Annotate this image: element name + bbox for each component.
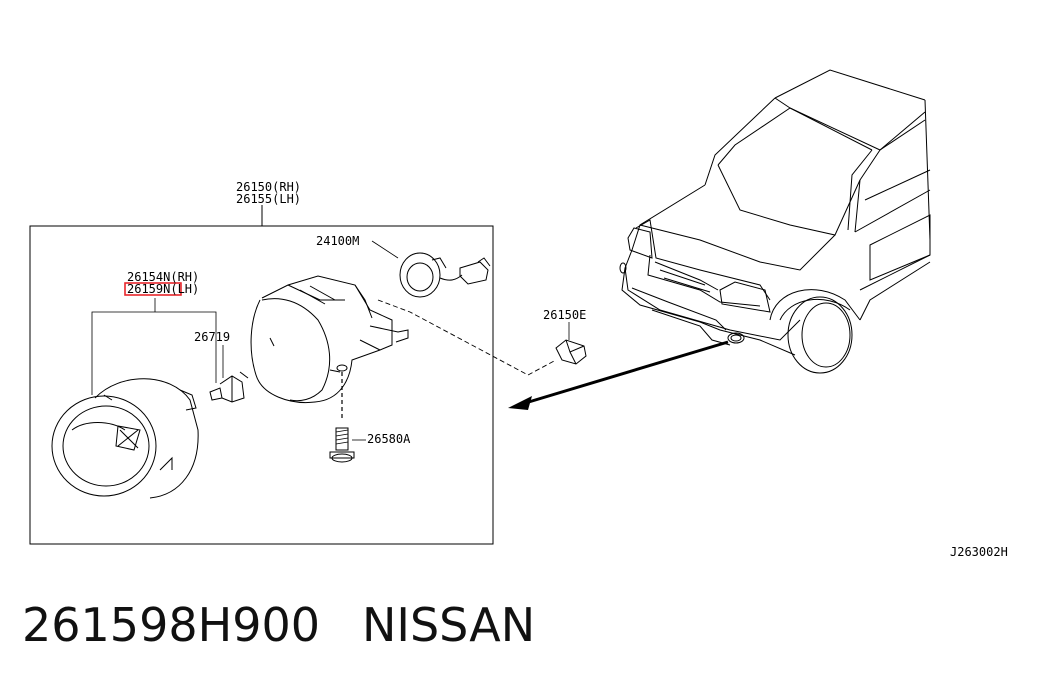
callout-assembly-rh: 26150(RH)	[236, 180, 301, 194]
location-arrow	[508, 340, 729, 410]
callout-clip: 26150E	[543, 308, 586, 322]
rear-cover	[250, 275, 409, 404]
fog-lamp-housing	[51, 378, 199, 499]
brand-name: NISSAN	[362, 598, 536, 652]
callout-screw: 26580A	[367, 432, 411, 446]
callout-lamp-lh: 26159N(LH)	[127, 282, 199, 296]
diagram-code: J263002H	[950, 545, 1008, 559]
callout-socket: 24100M	[316, 234, 359, 248]
callout-assembly-lh: 26155(LH)	[236, 192, 301, 206]
clip	[555, 322, 587, 365]
vehicle-illustration	[619, 69, 931, 374]
lamp-leader	[91, 298, 217, 395]
socket-harness	[371, 240, 491, 298]
part-highlight	[124, 282, 182, 296]
screw	[329, 372, 366, 463]
callout-lamp-rh: 26154N(RH)	[127, 270, 199, 284]
part-number: 261598H900	[22, 598, 320, 652]
callout-bulb: 26719	[194, 330, 230, 344]
bulb	[209, 345, 249, 403]
dashed-connector	[377, 299, 557, 376]
footer-caption: 261598H900 NISSAN	[22, 598, 535, 652]
